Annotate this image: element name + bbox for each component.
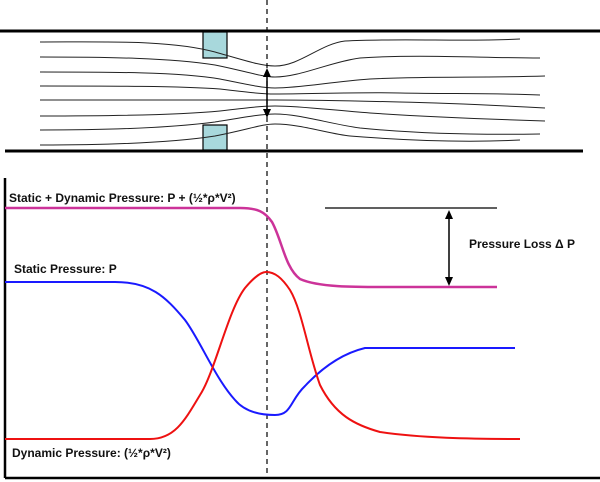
- streamline: [39, 105, 546, 122]
- orifice-plate-top: [202, 31, 228, 59]
- pressure-loss-label: Pressure Loss Δ P: [469, 237, 575, 251]
- streamline: [39, 113, 541, 135]
- streamline: [40, 99, 546, 109]
- streamline: [39, 85, 541, 96]
- streamlines: [39, 38, 546, 146]
- streamline: [39, 71, 546, 89]
- streamline: [39, 123, 521, 146]
- dynamic-pressure-curve: [5, 270, 521, 440]
- static-pressure-curve: [5, 281, 515, 417]
- total-pressure-curve: [5, 206, 497, 289]
- streamline: [39, 55, 541, 78]
- streamline: [39, 38, 521, 67]
- pressure-loss-indicator: [325, 207, 497, 286]
- dynamic-pressure-label: Dynamic Pressure: (½*ρ*V²): [12, 446, 171, 460]
- plot-axes: [3, 178, 600, 480]
- static-pressure-label: Static Pressure: P: [14, 262, 117, 276]
- total-pressure-label: Static + Dynamic Pressure: P + (½*ρ*V²): [9, 191, 236, 205]
- pipe-section: [0, 29, 600, 153]
